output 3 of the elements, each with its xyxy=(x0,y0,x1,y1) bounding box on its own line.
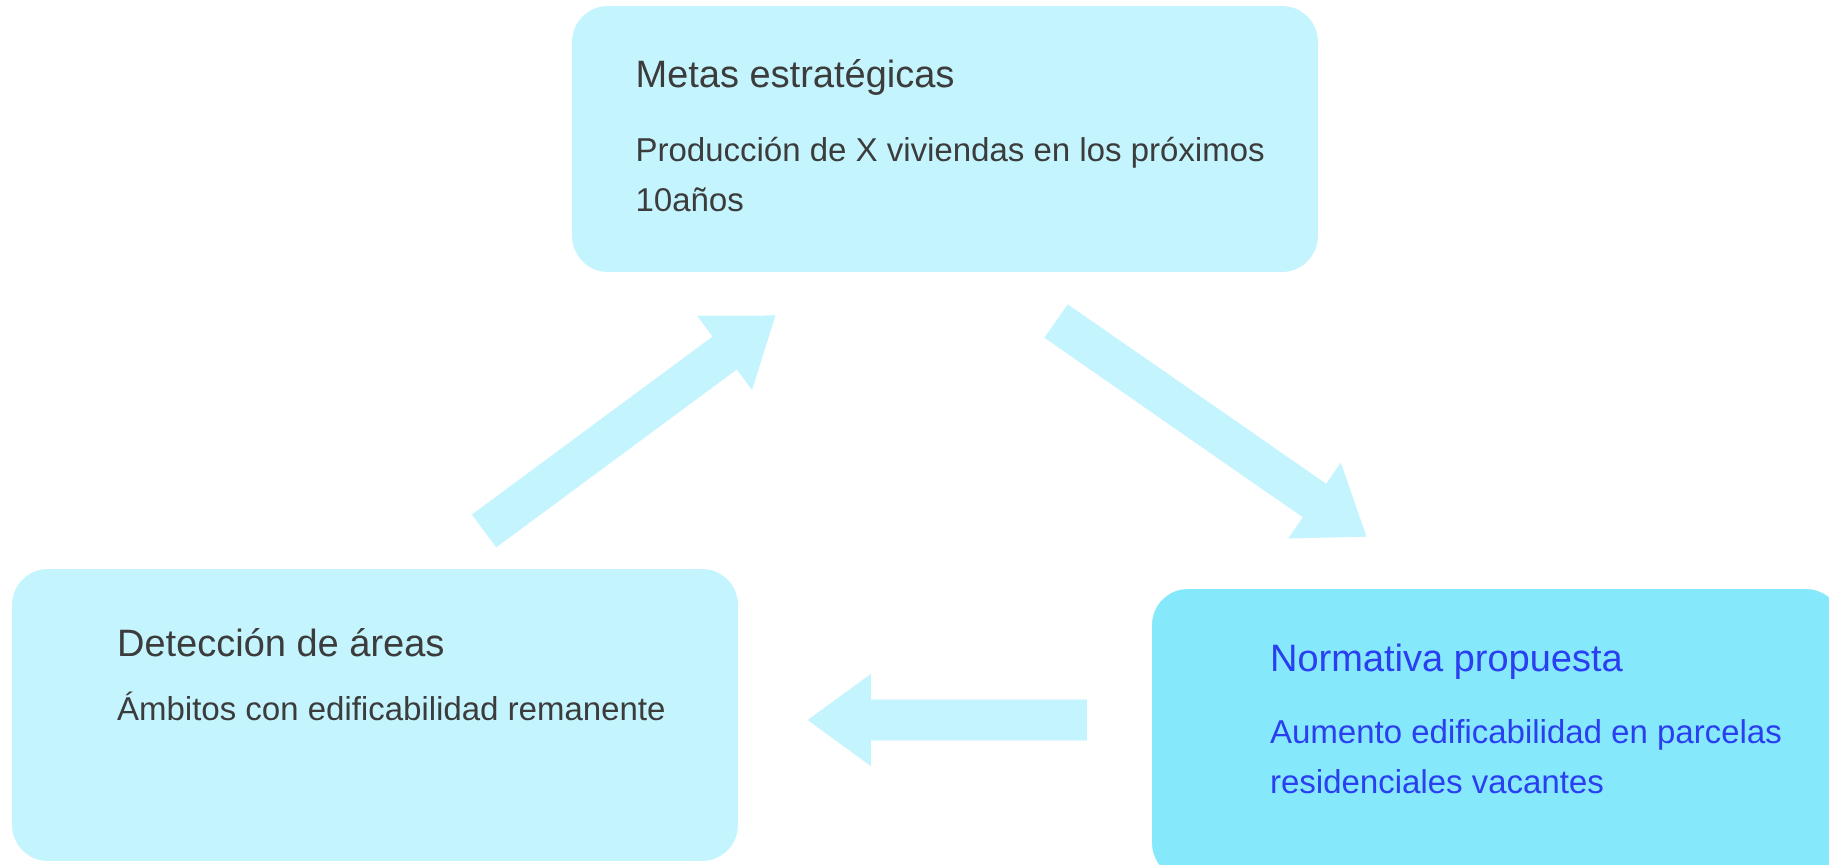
process-box: Normativa propuesta Aumento edificabilidad en parcelas residenciales vacantes xyxy=(1152,589,1829,865)
process-box: Detección de áreas Ámbitos con edificabilidad remanente xyxy=(12,569,738,861)
process-box: Metas estratégicas Producción de X viviendas en los próximos 10años xyxy=(572,6,1318,272)
